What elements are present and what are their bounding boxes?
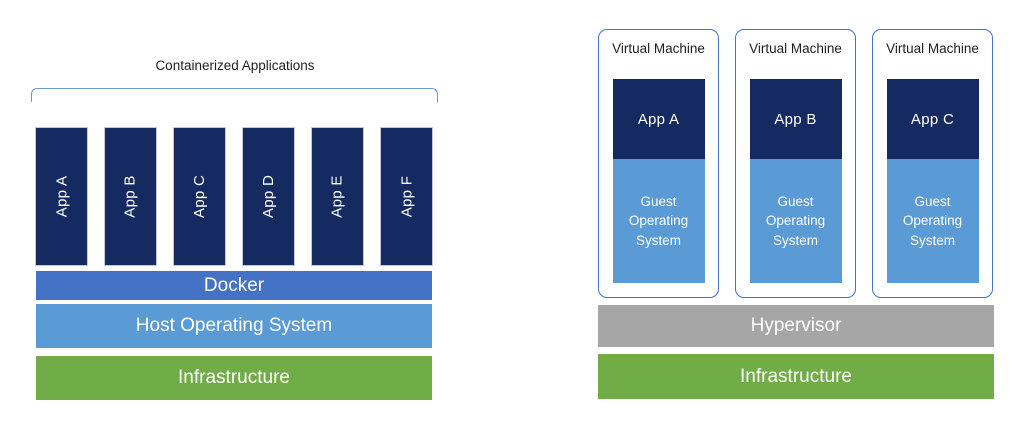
container-app-box: App A bbox=[35, 127, 88, 266]
container-app-box: App F bbox=[380, 127, 433, 266]
virtual-machine-box: Virtual Machine App A Guest Operating Sy… bbox=[598, 29, 719, 298]
virtual-machine-title: Virtual Machine bbox=[886, 41, 979, 56]
vm-app-block: App C bbox=[886, 79, 979, 159]
top-bracket-shape bbox=[31, 88, 438, 102]
container-app-box: App B bbox=[104, 127, 157, 266]
vm-inner-stack: App C Guest Operating System bbox=[886, 79, 979, 283]
container-app-box: App C bbox=[173, 127, 226, 266]
container-app-label: App B bbox=[122, 175, 139, 218]
infrastructure-layer-bar-right: Infrastructure bbox=[598, 354, 994, 399]
container-app-label: App A bbox=[52, 175, 70, 218]
virtual-machine-box: Virtual Machine App C Guest Operating Sy… bbox=[872, 29, 993, 298]
docker-layer-bar: Docker bbox=[36, 271, 432, 300]
infrastructure-layer-bar-left: Infrastructure bbox=[36, 356, 432, 400]
vm-inner-stack: App B Guest Operating System bbox=[749, 79, 842, 283]
container-app-label: App E bbox=[329, 175, 346, 218]
hypervisor-layer-bar: Hypervisor bbox=[598, 305, 994, 347]
container-app-label: App F bbox=[398, 175, 415, 218]
vm-app-block: App A bbox=[612, 79, 705, 159]
guest-os-block: Guest Operating System bbox=[749, 159, 842, 283]
virtual-machine-title: Virtual Machine bbox=[749, 41, 842, 56]
container-apps-row: App A App B App C App D App E App F bbox=[35, 127, 433, 266]
virtual-machine-title: Virtual Machine bbox=[612, 41, 705, 56]
container-app-box: App D bbox=[242, 127, 295, 266]
containerized-applications-label: Containerized Applications bbox=[155, 58, 315, 73]
guest-os-block: Guest Operating System bbox=[886, 159, 979, 283]
vm-app-block: App B bbox=[749, 79, 842, 159]
container-app-label: App D bbox=[259, 174, 277, 219]
container-app-box: App E bbox=[311, 127, 364, 266]
guest-os-block: Guest Operating System bbox=[612, 159, 705, 283]
container-app-label: App C bbox=[190, 174, 208, 219]
virtual-machine-box: Virtual Machine App B Guest Operating Sy… bbox=[735, 29, 856, 298]
host-os-layer-bar: Host Operating System bbox=[36, 304, 432, 348]
vm-inner-stack: App A Guest Operating System bbox=[612, 79, 705, 283]
